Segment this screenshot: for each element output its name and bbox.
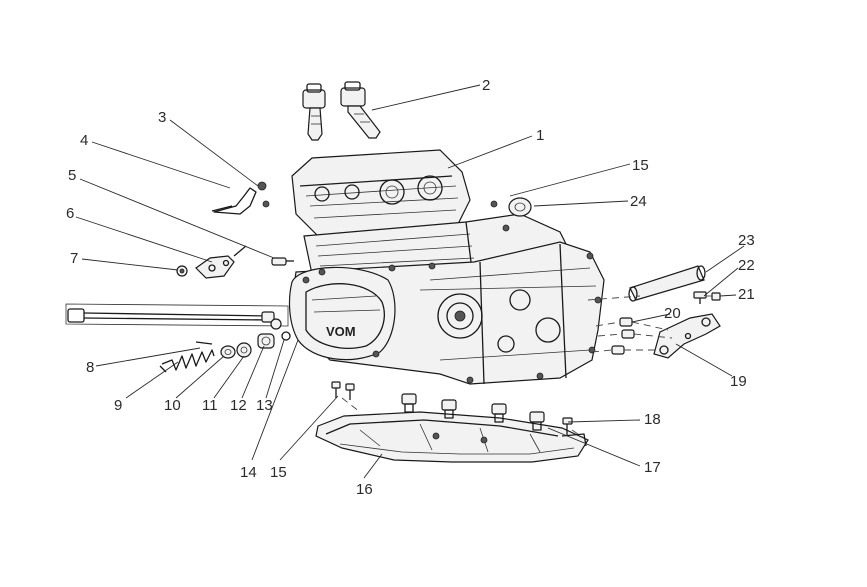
callout-8: 8 xyxy=(86,359,94,376)
bracket-part-19 xyxy=(653,313,721,359)
bolt-part-5 xyxy=(271,257,294,266)
skid-plate xyxy=(315,411,589,463)
callout-3: 3 xyxy=(158,109,166,126)
cylinder-head xyxy=(291,149,471,237)
callout-1: 1 xyxy=(536,127,544,144)
callout-17: 17 xyxy=(644,459,661,476)
callout-13: 13 xyxy=(256,397,273,414)
skid-plate-bolts xyxy=(331,381,573,436)
bushing-part-12 xyxy=(257,333,275,349)
leader-lines xyxy=(75,84,745,479)
washer-part-10 xyxy=(220,345,236,359)
callout-16: 16 xyxy=(356,481,373,498)
callout-22: 22 xyxy=(738,257,755,274)
spring-part-9 xyxy=(159,341,215,373)
callout-23: 23 xyxy=(738,232,755,249)
bracket-part-6 xyxy=(195,245,247,279)
sensor-part-24 xyxy=(490,197,532,217)
screw-part-22 xyxy=(693,291,707,304)
callout-18: 18 xyxy=(644,411,661,428)
callout-9: 9 xyxy=(114,397,122,414)
engine-assembly: VOM xyxy=(288,149,605,385)
callout-15-bottom: 15 xyxy=(270,464,287,481)
callout-4: 4 xyxy=(80,132,88,149)
bolts-part-20 xyxy=(611,317,635,355)
bracket-part-3-4 xyxy=(211,181,270,215)
gear-shift-rod xyxy=(65,303,289,330)
callout-5: 5 xyxy=(68,167,76,184)
callout-24: 24 xyxy=(630,193,647,210)
ignition-coil-left xyxy=(302,83,326,141)
nut-part-7 xyxy=(176,265,188,277)
callout-6: 6 xyxy=(66,205,74,222)
alignment-lines xyxy=(341,295,712,439)
bolt-part-21 xyxy=(711,292,721,301)
ignition-coil-right xyxy=(340,81,381,139)
pipe-part-23 xyxy=(628,265,706,302)
callout-19: 19 xyxy=(730,373,747,390)
callout-21: 21 xyxy=(738,286,755,303)
washer-part-11 xyxy=(236,342,252,358)
callout-20: 20 xyxy=(664,305,681,322)
oring-part-13 xyxy=(281,331,291,341)
mount-bushings xyxy=(401,393,545,431)
callout-11: 11 xyxy=(202,397,218,414)
callout-10: 10 xyxy=(164,397,181,414)
engine-logo: VOM xyxy=(326,324,356,339)
ignition-coils xyxy=(302,81,381,141)
callout-12: 12 xyxy=(230,397,247,414)
callout-14: 14 xyxy=(240,464,257,481)
callout-7: 7 xyxy=(70,250,78,267)
callout-labels: 1 2 3 4 5 6 7 8 9 10 11 12 13 14 15 15 1… xyxy=(66,77,755,498)
callout-15-top: 15 xyxy=(632,157,649,174)
callout-2: 2 xyxy=(482,77,490,94)
